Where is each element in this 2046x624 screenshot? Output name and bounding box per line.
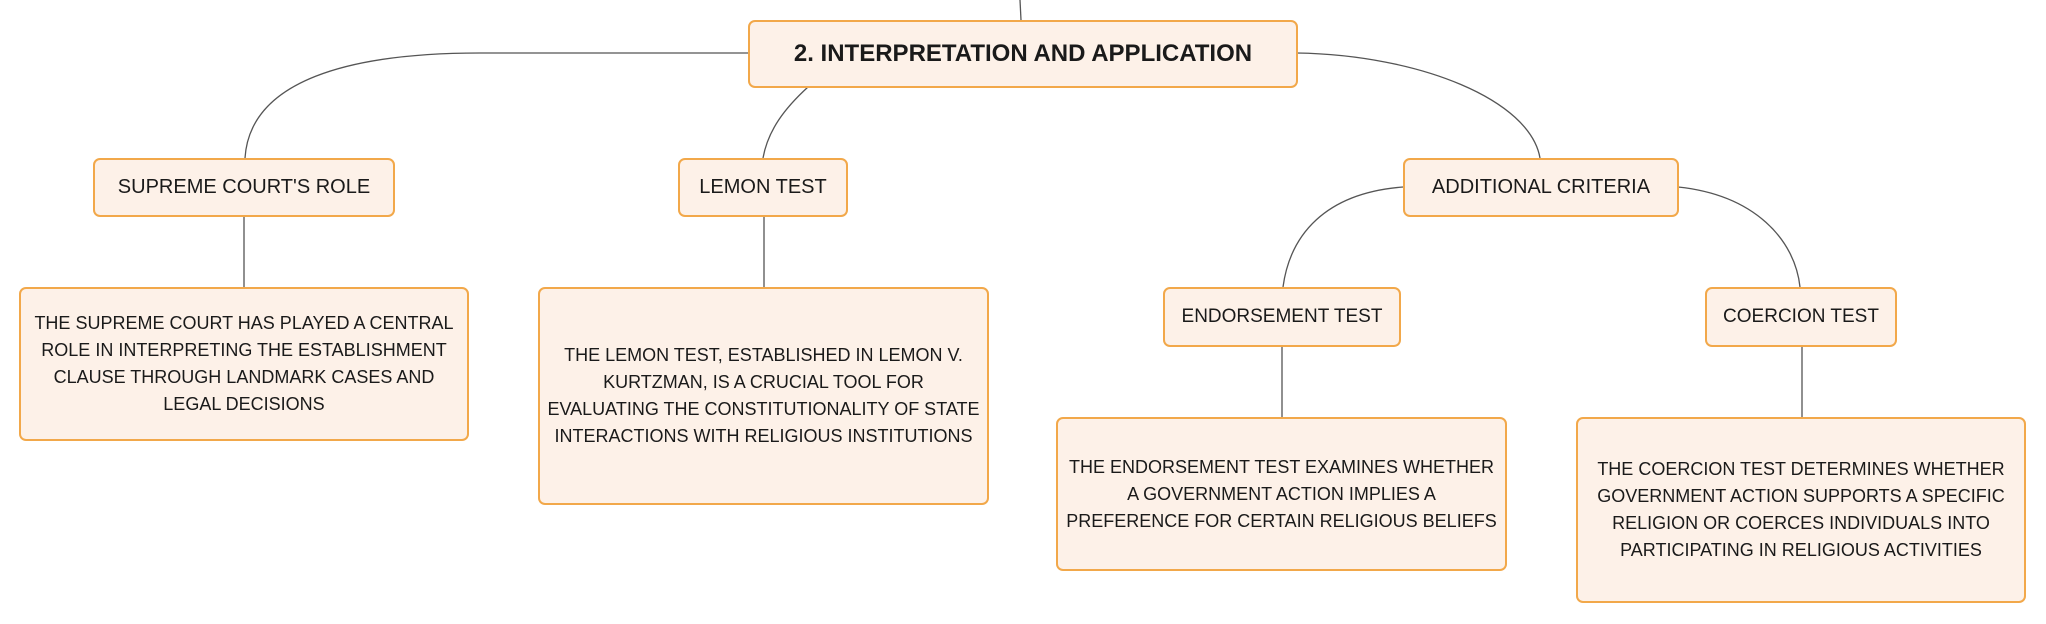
endorsement-test-label: ENDORSEMENT TEST — [1181, 306, 1383, 327]
endorsement-test-description-node[interactable]: THE ENDORSEMENT TEST EXAMINES WHETHER A … — [1056, 417, 1507, 571]
coercion-test-description-node[interactable]: THE COERCION TEST DETERMINES WHETHER GOV… — [1576, 417, 2026, 603]
edge-additional-coercion — [1677, 186, 1801, 288]
supreme-court-role-label: SUPREME COURT'S ROLE — [117, 176, 371, 198]
lemon-test-node[interactable]: LEMON TEST — [678, 158, 848, 217]
lemon-test-description-node[interactable]: THE LEMON TEST, ESTABLISHED IN LEMON V. … — [538, 287, 989, 505]
edge-additional-endorsement — [1282, 186, 1404, 288]
edge-root-additional-criteria — [1296, 52, 1541, 159]
endorsement-test-description: THE ENDORSEMENT TEST EXAMINES WHETHER A … — [1066, 456, 1497, 531]
edge-incoming-root — [1019, 0, 1022, 21]
root-node-label: 2. INTERPRETATION AND APPLICATION — [793, 40, 1253, 67]
supreme-court-role-description-node[interactable]: THE SUPREME COURT HAS PLAYED A CENTRAL R… — [19, 287, 469, 441]
additional-criteria-node[interactable]: ADDITIONAL CRITERIA — [1403, 158, 1679, 217]
lemon-test-description: THE LEMON TEST, ESTABLISHED IN LEMON V. … — [547, 345, 980, 446]
lemon-test-label: LEMON TEST — [699, 176, 827, 198]
supreme-court-role-node[interactable]: SUPREME COURT'S ROLE — [93, 158, 395, 217]
additional-criteria-label: ADDITIONAL CRITERIA — [1431, 176, 1651, 198]
coercion-test-label: COERCION TEST — [1723, 306, 1879, 327]
coercion-test-node[interactable]: COERCION TEST — [1705, 287, 1897, 347]
endorsement-test-node[interactable]: ENDORSEMENT TEST — [1163, 287, 1401, 347]
edge-root-supreme-court — [244, 52, 750, 159]
supreme-court-role-description: THE SUPREME COURT HAS PLAYED A CENTRAL R… — [34, 313, 454, 414]
root-node[interactable]: 2. INTERPRETATION AND APPLICATION — [748, 20, 1298, 88]
edge-root-lemon-test — [762, 86, 809, 159]
coercion-test-description: THE COERCION TEST DETERMINES WHETHER GOV… — [1597, 459, 2005, 560]
